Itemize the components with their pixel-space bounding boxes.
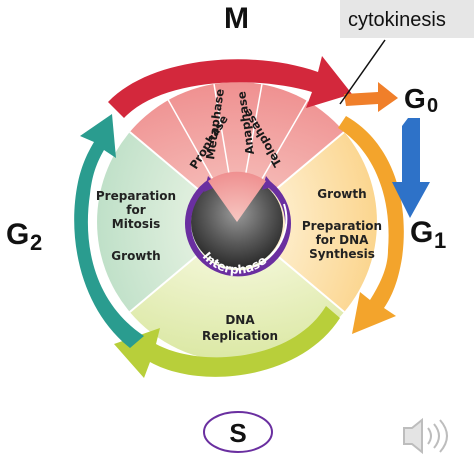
mitosis-sector xyxy=(129,82,345,222)
svg-text:0: 0 xyxy=(427,95,438,117)
g0-return-arrow xyxy=(392,118,430,218)
g2-arrow xyxy=(74,114,144,348)
m-phase-label: M xyxy=(224,2,249,35)
svg-text:2: 2 xyxy=(30,230,42,255)
g2-mitosis: Mitosis xyxy=(112,217,160,231)
g1-label: G 1 xyxy=(410,216,446,253)
g2-preparation: Preparation xyxy=(96,189,176,203)
g1-for-dna: for DNA xyxy=(316,233,370,247)
speaker-icon[interactable] xyxy=(403,417,448,455)
g0-label: G 0 xyxy=(404,83,438,117)
g1-synthesis: Synthesis xyxy=(309,247,375,261)
svg-text:1: 1 xyxy=(434,228,446,253)
g1-sector xyxy=(237,132,377,312)
s-replication: Replication xyxy=(202,329,278,343)
m-phase-arrow xyxy=(108,56,352,118)
interphase-arrowhead-2 xyxy=(262,176,274,190)
s-phase-arrow xyxy=(114,306,340,378)
mitosis-wedge-core xyxy=(208,171,266,222)
g2-for: for xyxy=(126,203,145,217)
s-sector xyxy=(129,222,345,362)
s-dna: DNA xyxy=(225,313,255,327)
interphase-ring-inner xyxy=(261,203,288,263)
g1-arrow xyxy=(338,116,404,334)
g2-growth: Growth xyxy=(111,249,160,263)
g2-label: G 2 xyxy=(6,218,42,255)
svg-text:G: G xyxy=(404,83,426,114)
g1-growth: Growth xyxy=(317,187,366,201)
svg-text:G: G xyxy=(410,216,433,249)
svg-text:G: G xyxy=(6,218,29,251)
g2-sector xyxy=(97,132,237,312)
cytokinesis-pointer xyxy=(339,39,386,105)
cytokinesis-box xyxy=(340,0,474,38)
g0-arrow xyxy=(344,82,398,112)
cytokinesis-label: cytokinesis xyxy=(348,9,446,31)
s-phase-label: S xyxy=(229,418,246,448)
s-phase-ellipse xyxy=(203,411,273,453)
g1-preparation: Preparation xyxy=(302,219,382,233)
